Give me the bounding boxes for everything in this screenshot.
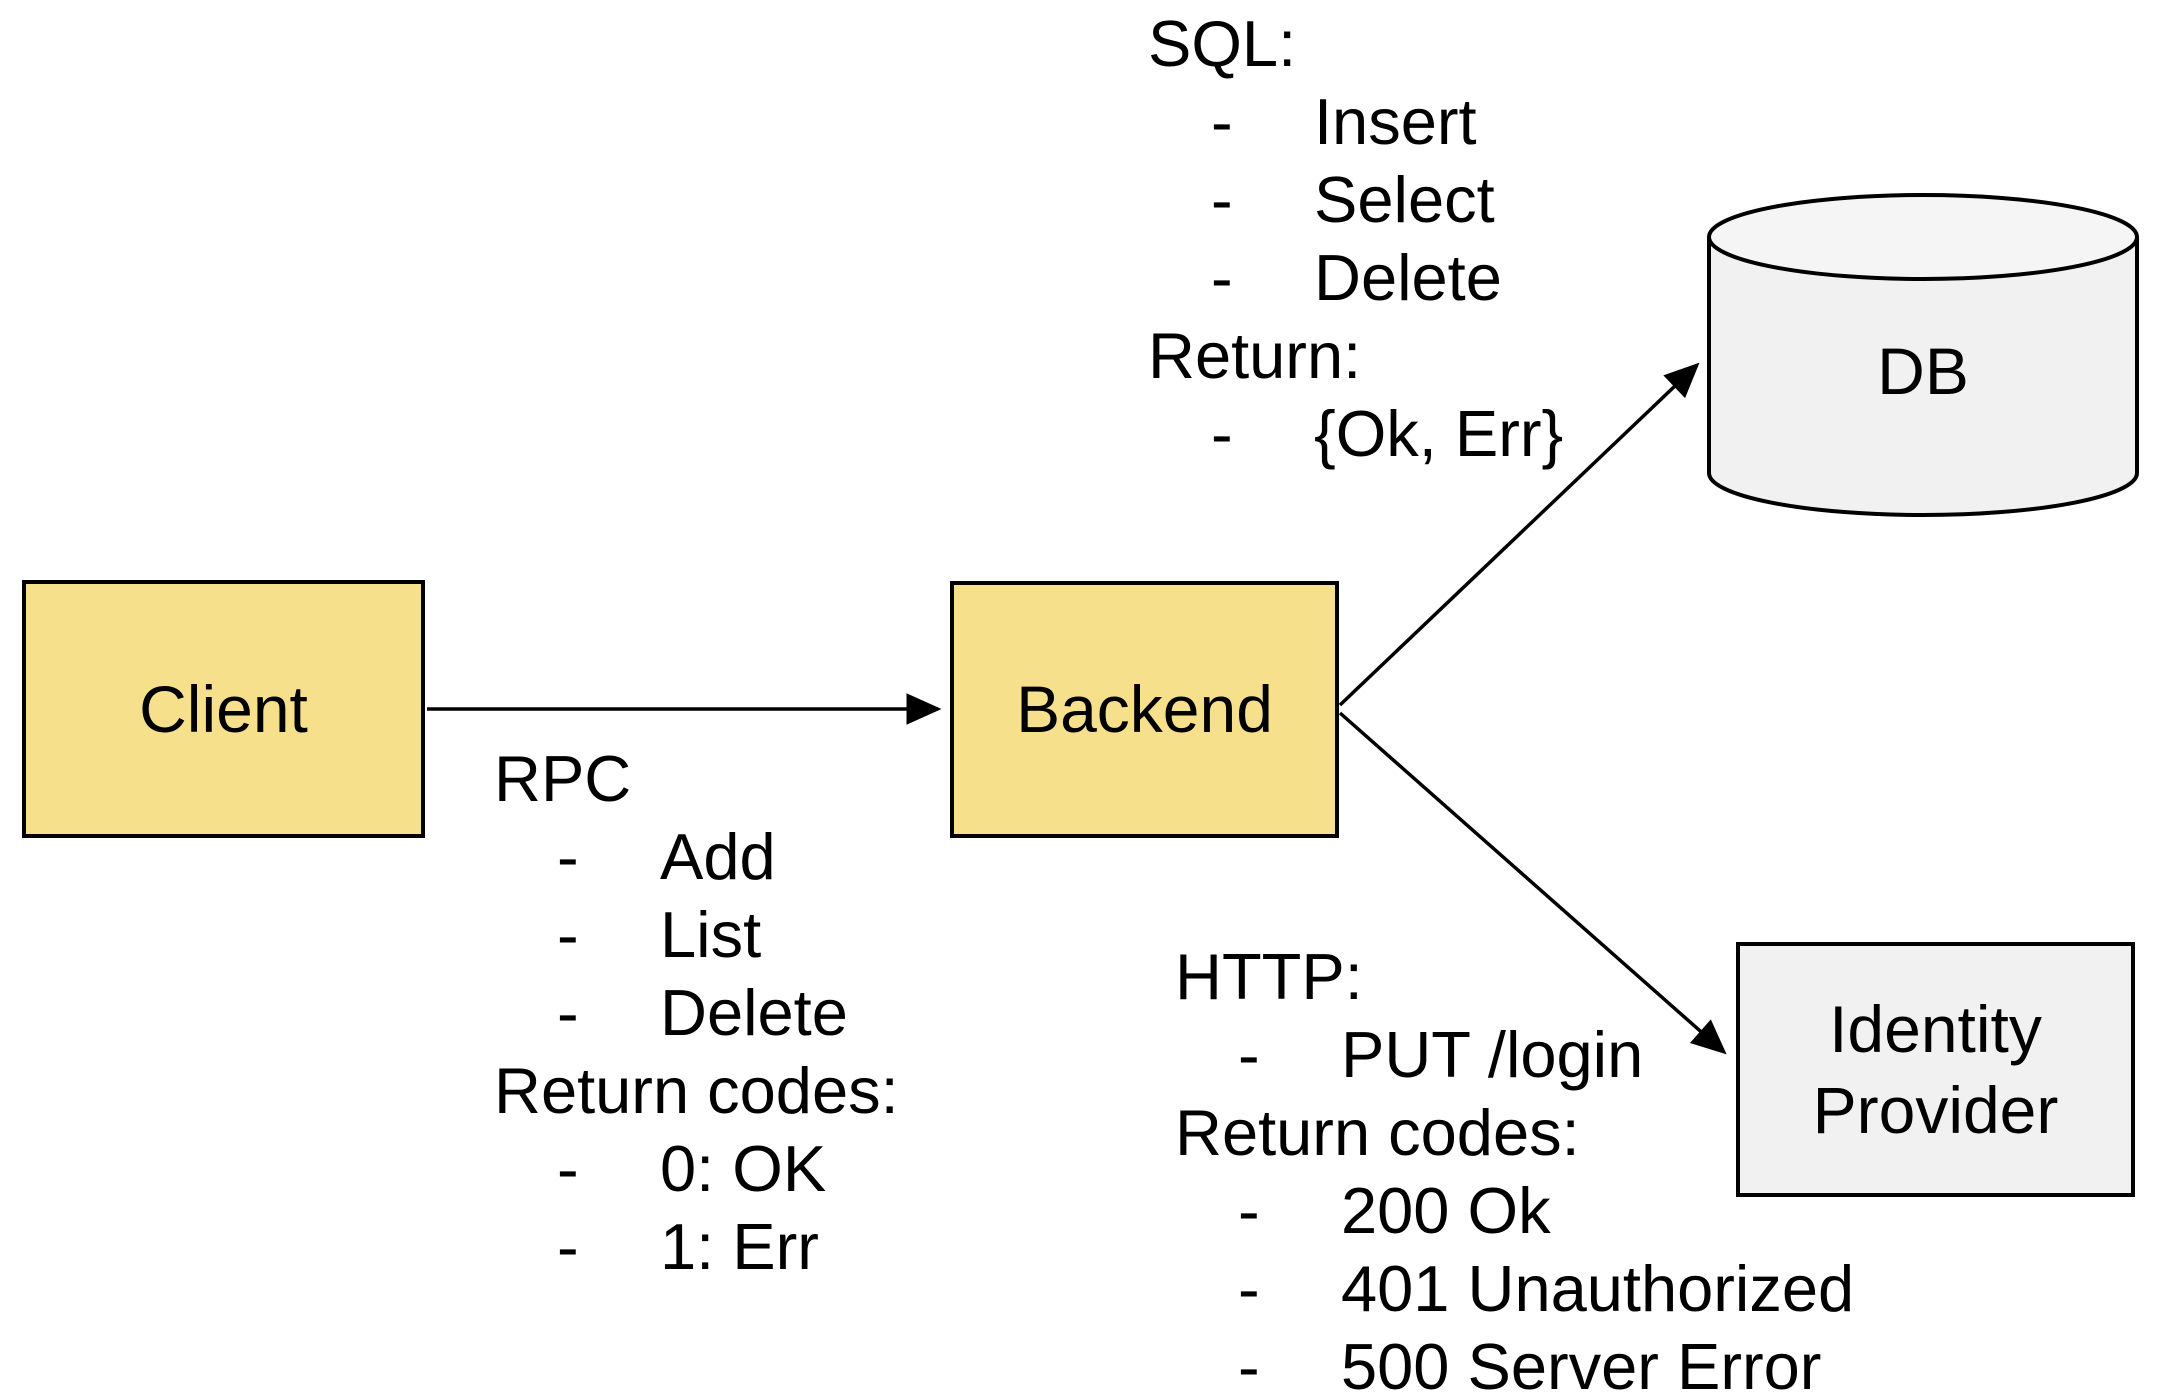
annotation-line-item: - 1: Err — [494, 1208, 899, 1286]
annotation-line-item: - 401 Unauthorized — [1175, 1250, 1854, 1328]
client-node-label: Client — [139, 671, 308, 746]
annotation-line-item: - 0: OK — [494, 1130, 899, 1208]
db-cylinder — [1707, 193, 2139, 517]
backend-db-arrow — [1338, 362, 1700, 707]
bullet-dash: - — [1211, 85, 1233, 158]
annotation-line-header: Return codes: — [1175, 1096, 1580, 1169]
annotation-line-item: - 200 Ok — [1175, 1172, 1854, 1250]
identity-provider-node: Identity Provider — [1736, 942, 2135, 1197]
annotation-line-item: - Insert — [1148, 83, 1563, 161]
annotation-item-text: 0: OK — [660, 1132, 827, 1205]
annotation-line-header: Return: — [1148, 319, 1362, 392]
bullet-dash: - — [557, 898, 579, 971]
annotation-line-item: - Add — [494, 818, 899, 896]
annotation-item-text: Insert — [1314, 85, 1477, 158]
annotation-item-text: 1: Err — [660, 1210, 819, 1283]
bullet-dash: - — [557, 976, 579, 1049]
annotation-line-item: - List — [494, 896, 899, 974]
backend-idp-arrow — [1338, 711, 1727, 1055]
annotation-line-item: - Delete — [1148, 239, 1563, 317]
backend-node-label: Backend — [1016, 672, 1273, 747]
annotation-item-text: Select — [1314, 163, 1495, 236]
bullet-dash: - — [1211, 241, 1233, 314]
annotation-line-item: - 500 Server Error — [1175, 1328, 1854, 1398]
bullet-dash: - — [1238, 1252, 1260, 1325]
annotation-line-item: - Select — [1148, 161, 1563, 239]
annotation-item-text: 200 Ok — [1341, 1174, 1551, 1247]
identity-provider-node-label: Identity Provider — [1812, 991, 2059, 1147]
annotation-line-item: - {Ok, Err} — [1148, 395, 1563, 473]
bullet-dash: - — [557, 820, 579, 893]
bullet-dash: - — [1238, 1018, 1260, 1091]
bullet-dash: - — [1238, 1330, 1260, 1398]
bullet-dash: - — [557, 1210, 579, 1283]
annotation-line-item: - Delete — [494, 974, 899, 1052]
bullet-dash: - — [1238, 1174, 1260, 1247]
backend-node: Backend — [950, 581, 1339, 838]
annotation-line-header: SQL: — [1148, 7, 1297, 80]
bullet-dash: - — [1211, 163, 1233, 236]
bullet-dash: - — [1211, 397, 1233, 470]
annotation-item-text: 401 Unauthorized — [1341, 1252, 1855, 1325]
db-cylinder-body — [1707, 237, 2139, 517]
annotation-line-header: Return codes: — [494, 1054, 899, 1127]
annotation-item-text: {Ok, Err} — [1314, 397, 1564, 470]
annotation-item-text: Delete — [660, 976, 848, 1049]
db-node-label: DB — [1877, 334, 1969, 408]
client-node: Client — [22, 580, 425, 838]
annotation-item-text: PUT /login — [1341, 1018, 1644, 1091]
annotation-line-header: RPC — [494, 742, 632, 815]
annotation-line-header: HTTP: — [1175, 940, 1363, 1013]
annotation-item-text: 500 Server Error — [1341, 1330, 1822, 1398]
annotation-item-text: List — [660, 898, 762, 971]
annotation-line-item: - PUT /login — [1175, 1016, 1854, 1094]
annotation-item-text: Add — [660, 820, 776, 893]
db-cylinder-top — [1707, 193, 2139, 281]
bullet-dash: - — [557, 1132, 579, 1205]
annotation-item-text: Delete — [1314, 241, 1502, 314]
